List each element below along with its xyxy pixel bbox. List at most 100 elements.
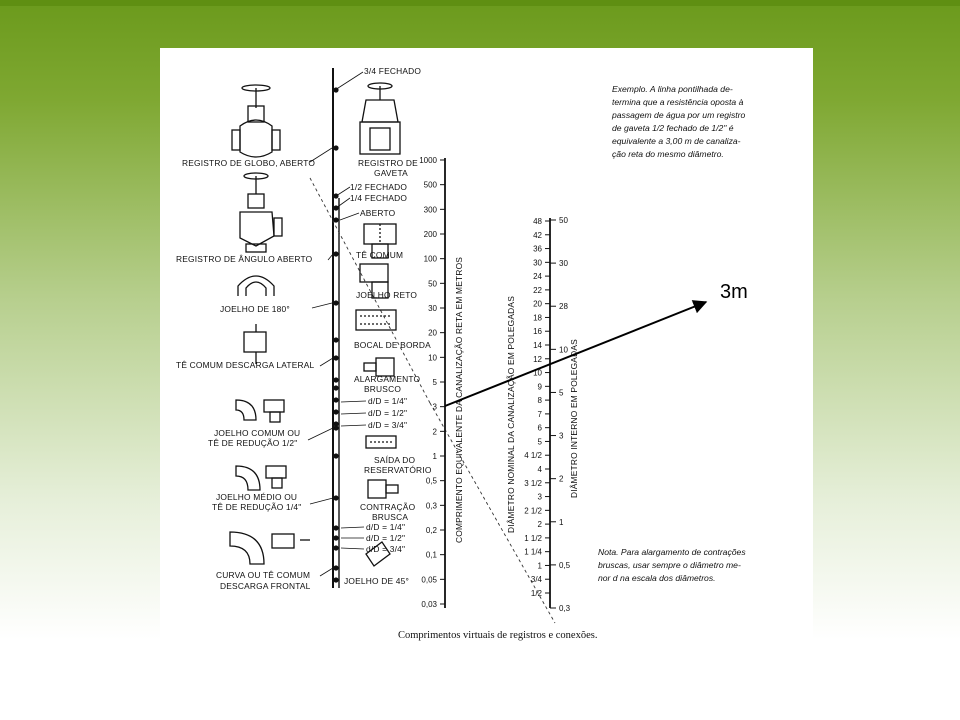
label-joelho-reto: JOELHO RETO	[356, 290, 417, 300]
label-registro-gaveta-1: REGISTRO DE	[358, 158, 418, 168]
label-joelho-180: JOELHO DE 180°	[220, 304, 290, 314]
length-tick-label: 200	[424, 230, 438, 239]
length-tick-label: 30	[428, 304, 437, 313]
slide-top-bar	[0, 0, 960, 6]
nominal-tick-label: 14	[533, 341, 542, 350]
nominal-tick-label: 1 1/2	[524, 534, 542, 543]
fitting-point	[333, 535, 339, 541]
nominal-tick-label: 18	[533, 313, 542, 322]
label-registro-gaveta-2: GAVETA	[374, 168, 408, 178]
nominal-tick-label: 9	[538, 382, 543, 391]
interno-tick-label: 10	[559, 345, 568, 354]
length-tick-label: 1	[433, 452, 438, 461]
fitting-point	[333, 355, 339, 361]
fitting-point	[333, 495, 339, 501]
fitting-point	[333, 577, 339, 583]
length-tick-label: 0,05	[421, 575, 437, 584]
interno-tick-label: 30	[559, 259, 568, 268]
bocal-borda-icon	[355, 309, 397, 331]
label-1-2-fechado: 1/2 FECHADO	[350, 182, 407, 192]
interno-tick-label: 2	[559, 475, 564, 484]
label-saida-2: RESERVATÓRIO	[364, 465, 432, 475]
example-text: Exemplo. A linha pontilhada de- termina …	[611, 84, 745, 159]
fitting-point	[333, 565, 339, 571]
label-bocal-borda: BOCAL DE BORDA	[354, 340, 431, 350]
interno-tick-label: 5	[559, 388, 564, 397]
tee-icon	[363, 223, 397, 259]
example-dashed-line-left	[309, 177, 431, 404]
label-alargamento-d-1-2: d/D = 1/2"	[368, 408, 407, 418]
length-tick-label: 2	[433, 427, 438, 436]
tee-side-discharge-icon	[243, 324, 267, 364]
fitting-point	[333, 453, 339, 459]
globe-valve-icon	[231, 84, 281, 158]
joelho-comum-icon	[235, 399, 285, 423]
nominal-tick-label: 6	[538, 424, 543, 433]
interno-tick-label: 0,5	[559, 561, 571, 570]
label-joelho-medio-1: JOELHO MÉDIO OU	[216, 492, 297, 502]
interno-tick-label: 28	[559, 302, 568, 311]
nominal-tick-label: 3	[538, 493, 543, 502]
nominal-tick-label: 10	[533, 369, 542, 378]
length-tick-label: 5	[433, 378, 438, 387]
nominal-tick-label: 30	[533, 258, 542, 267]
length-tick-label: 50	[428, 279, 437, 288]
svg-text:Nota. Para alargamento de cont: Nota. Para alargamento de contrações	[598, 547, 746, 557]
label-contracao-d-1-4: d/D = 1/4"	[366, 522, 405, 532]
fitting-point	[333, 409, 339, 415]
length-tick-label: 100	[424, 255, 438, 264]
nominal-tick-label: 3/4	[531, 575, 543, 584]
svg-text:termina que a resistência opos: termina que a resistência oposta à	[612, 97, 744, 107]
note-text: Nota. Para alargamento de contrações bru…	[598, 547, 746, 583]
label-alargamento-2: BRUSCO	[364, 384, 401, 394]
svg-text:bruscas, usar sempre o diâmetr: bruscas, usar sempre o diâmetro me-	[598, 560, 741, 570]
sudden-enlargement-icon	[363, 357, 395, 377]
nominal-tick-label: 48	[533, 217, 542, 226]
fitting-point	[333, 217, 339, 223]
label-alargamento-1: ALARGAMENTO	[354, 374, 421, 384]
label-3-4-fechado: 3/4 FECHADO	[364, 66, 421, 76]
label-contracao-d-1-2: d/D = 1/2"	[366, 533, 405, 543]
nominal-tick-label: 1 1/4	[524, 548, 542, 557]
interno-tick-label: 0,3	[559, 604, 571, 613]
nominal-tick-label: 12	[533, 355, 542, 364]
fitting-point	[333, 385, 339, 391]
svg-text:Exemplo. A linha pontilhada de: Exemplo. A linha pontilhada de-	[612, 84, 733, 94]
length-tick-label: 1000	[419, 156, 437, 165]
fitting-point	[333, 337, 339, 343]
label-curva-2: DESCARGA FRONTAL	[220, 581, 311, 591]
annotation-arrow	[444, 300, 708, 407]
nomogram-svg: 3/4 FECHADO REGISTRO DE GLOBO, ABERTO RE…	[176, 66, 748, 641]
fittings-points	[333, 87, 339, 583]
fitting-point	[333, 425, 339, 431]
svg-text:nor d na escala dos diâmetros.: nor d na escala dos diâmetros.	[598, 573, 716, 583]
length-tick-label: 10	[428, 353, 437, 362]
label-joelho-medio-2: TÊ DE REDUÇÃO 1/4"	[212, 502, 301, 512]
fitting-point	[333, 300, 339, 306]
nominal-tick-label: 20	[533, 300, 542, 309]
label-contracao-2: BRUSCA	[372, 512, 408, 522]
nominal-tick-label: 42	[533, 231, 542, 240]
length-tick-label: 0,1	[426, 551, 438, 560]
label-1-4-fechado: 1/4 FECHADO	[350, 193, 407, 203]
length-tick-label: 3	[433, 403, 438, 412]
svg-text:equivalente a 3,00 m de canali: equivalente a 3,00 m de canaliza-	[612, 136, 741, 146]
label-curva-1: CURVA OU TÊ COMUM	[216, 570, 310, 580]
interno-tick-label: 50	[559, 216, 568, 225]
fitting-point	[333, 377, 339, 383]
nominal-tick-label: 22	[533, 286, 542, 295]
nominal-tick-label: 1/2	[531, 589, 543, 598]
nominal-tick-label: 3 1/2	[524, 479, 542, 488]
nominal-tick-label: 2 1/2	[524, 506, 542, 515]
length-tick-label: 0,03	[421, 600, 437, 609]
figure-caption: Comprimentos virtuais de registros e con…	[398, 630, 597, 641]
length-tick-label: 0,2	[426, 526, 438, 535]
nominal-tick-label: 4 1/2	[524, 451, 542, 460]
interno-tick-label: 3	[559, 432, 564, 441]
label-alargamento-d-3-4: d/D = 3/4"	[368, 420, 407, 430]
label-alargamento-d-1-4: d/D = 1/4"	[368, 396, 407, 406]
length-tick-label: 0,3	[426, 501, 438, 510]
nominal-tick-label: 24	[533, 272, 542, 281]
nominal-tick-label: 2	[538, 520, 543, 529]
